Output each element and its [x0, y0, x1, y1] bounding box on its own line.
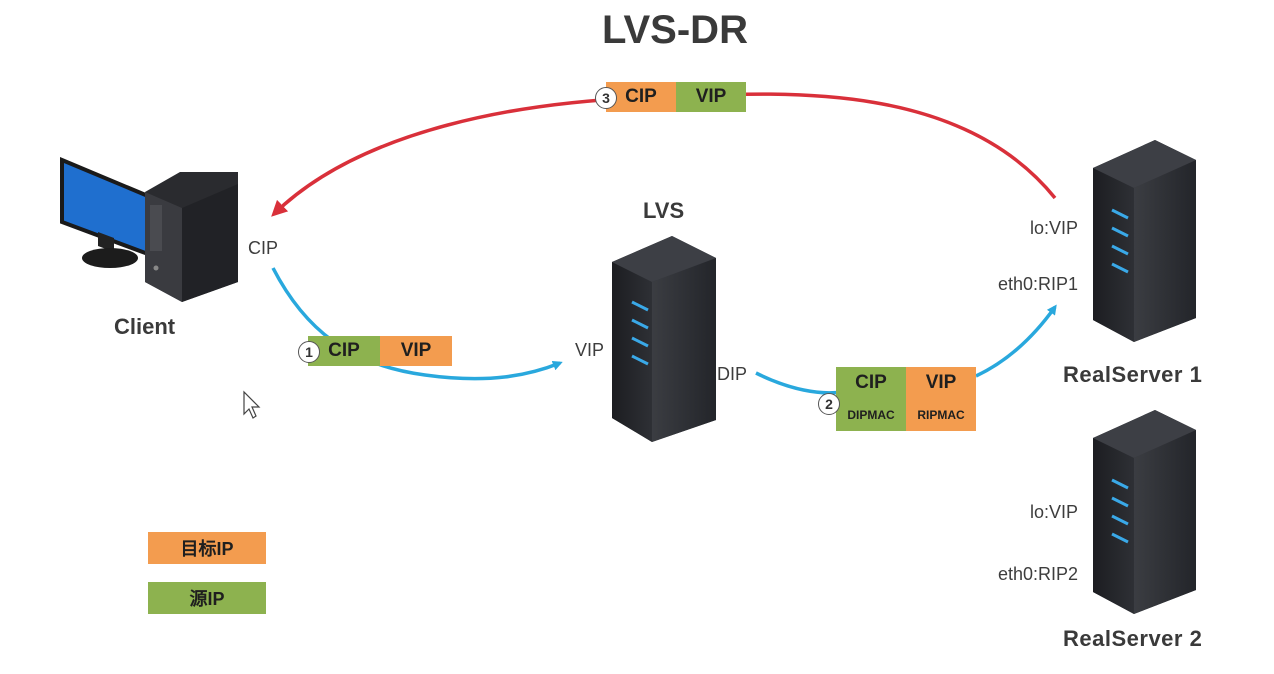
lvs-dip-label: DIP: [717, 364, 748, 384]
packet-3: CIP VIP: [606, 82, 746, 112]
realserver1-icon: [1093, 140, 1196, 342]
packet-3-dst: VIP: [676, 82, 746, 112]
legend-dest-ip: 目标IP: [148, 532, 266, 564]
packet-1-src: CIP: [308, 336, 380, 366]
lvs-label: LVS: [643, 198, 685, 223]
rs1-lo-label: lo:VIP: [1030, 218, 1079, 238]
legend-src-ip: 源IP: [148, 582, 266, 614]
client-cip-label: CIP: [248, 238, 279, 258]
rs2-eth-label: eth0:RIP2: [998, 564, 1079, 584]
packet-2-src-mac: DIPMAC: [836, 399, 906, 431]
legend-dest-ip-label: 目标IP: [180, 539, 234, 559]
request-arrow-lvs-rs1: [755, 307, 1055, 395]
packet-2-src: CIP: [836, 367, 906, 399]
legend-src-ip-label: 源IP: [189, 589, 225, 609]
realserver2-label: RealServer 2: [1063, 626, 1203, 651]
realserver2-icon: [1093, 410, 1196, 614]
packet-2-dst-mac: RIPMAC: [906, 399, 976, 431]
step-3-badge: 3: [595, 87, 617, 109]
client-computer-icon: [60, 156, 238, 302]
packet-1-dst: VIP: [380, 336, 452, 366]
request-arrow-client-lvs: [271, 267, 563, 381]
realserver1-label: RealServer 1: [1063, 362, 1203, 387]
packet-1: CIP VIP: [308, 336, 452, 366]
packet-3-src: CIP: [606, 82, 676, 112]
response-arrow: [271, 92, 1057, 217]
step-1-badge: 1: [298, 341, 320, 363]
rs1-eth-label: eth0:RIP1: [998, 274, 1079, 294]
diagram-title: LVS-DR: [602, 8, 748, 52]
mouse-cursor-icon: [243, 390, 261, 419]
client-label: Client: [114, 314, 176, 339]
rs2-lo-label: lo:VIP: [1030, 502, 1079, 522]
lvs-vip-label: VIP: [575, 340, 605, 360]
packet-2-dst: VIP: [906, 367, 976, 399]
step-2-badge: 2: [818, 393, 840, 415]
packet-2: CIP VIP DIPMAC RIPMAC: [836, 367, 976, 431]
lvs-server-icon: [612, 236, 716, 442]
